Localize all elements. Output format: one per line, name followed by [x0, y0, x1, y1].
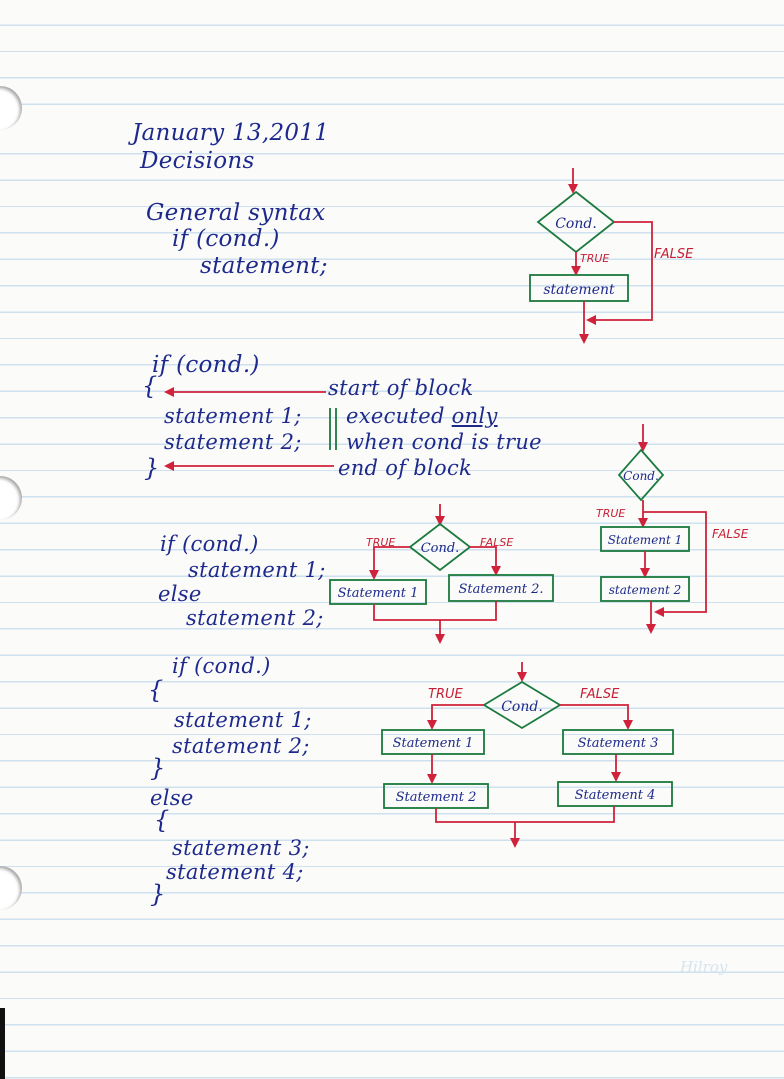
- true-label: TRUE: [428, 687, 463, 702]
- flowchart-block-if: Cond. TRUE Statement 1 statement 2 FALSE: [596, 424, 749, 634]
- cond-label: Cond.: [555, 216, 597, 232]
- block-close-brace: }: [144, 454, 160, 482]
- statement-1-label: Statement 1: [393, 736, 474, 751]
- statement-box: [529, 274, 629, 302]
- statement-2-label: Statement 2: [396, 790, 477, 805]
- cond-label: Cond.: [623, 469, 659, 483]
- ifelse-block-else: else: [150, 786, 194, 810]
- false-label: FALSE: [654, 247, 694, 262]
- end-of-block-note: end of block: [338, 456, 473, 480]
- false-label: FALSE: [712, 527, 749, 541]
- statement-2-label: Statement 2.: [459, 582, 544, 597]
- ifelse-line-if: if (cond.): [160, 532, 259, 556]
- decision-diamond: [408, 522, 472, 572]
- paper-brand-watermark: Hilroy: [680, 958, 728, 976]
- statement-1-label: Statement 1: [338, 586, 419, 601]
- true-label: TRUE: [580, 252, 609, 265]
- statement-1-box: [329, 579, 427, 605]
- binder-hole: [0, 866, 22, 910]
- page-edge-shadow: [0, 1008, 5, 1079]
- statement-label: statement: [543, 282, 615, 298]
- statement-1-box: [381, 729, 485, 755]
- block-open-brace: {: [142, 372, 158, 400]
- statement-3-label: Statement 3: [578, 736, 659, 751]
- page-title: Decisions: [140, 148, 255, 174]
- ifelse-statement-2: statement 2;: [186, 606, 324, 630]
- ifelse-block-open-1: {: [148, 676, 164, 704]
- ifelse-block-statement-4: statement 4;: [166, 860, 304, 884]
- ifelse-block-open-2: {: [154, 806, 170, 834]
- true-label: TRUE: [366, 536, 395, 549]
- ifelse-block-statement-1: statement 1;: [174, 708, 312, 732]
- decision-diamond: [617, 448, 665, 502]
- ifelse-block-statement-3: statement 3;: [172, 836, 310, 860]
- ifelse-block-line-if: if (cond.): [172, 654, 271, 678]
- binder-hole: [0, 86, 22, 130]
- date-heading: January 13,2011: [132, 120, 330, 146]
- statement-4-label: Statement 4: [575, 788, 656, 803]
- ifelse-statement-1: statement 1;: [188, 558, 326, 582]
- flowchart-if: Cond. TRUE statement FALSE: [529, 168, 694, 344]
- ifelse-else: else: [158, 582, 202, 606]
- flowchart-if-else-blocks: Cond. TRUE FALSE Statement 1 Statement 3…: [381, 662, 674, 848]
- cond-label: Cond.: [421, 541, 460, 556]
- ifelse-block-close-2: }: [150, 880, 166, 908]
- block-statement-1: statement 1;: [164, 404, 302, 428]
- statement-2-box: [448, 574, 554, 602]
- ifelse-block-statement-2: statement 2;: [172, 734, 310, 758]
- block-statement-2: statement 2;: [164, 430, 302, 454]
- executed-note: executed only: [346, 404, 498, 428]
- block-annotation-arrows: [164, 387, 337, 471]
- false-label: FALSE: [480, 536, 513, 549]
- statement-2-label: statement 2: [609, 583, 682, 597]
- syntax-heading: General syntax: [146, 200, 326, 226]
- binder-hole: [0, 476, 22, 520]
- false-label: FALSE: [580, 687, 620, 702]
- true-label: TRUE: [596, 507, 625, 520]
- syntax-line-statement: statement;: [200, 253, 328, 279]
- flowchart-if-else: Cond. TRUE FALSE Statement 1 Statement 2…: [329, 504, 554, 644]
- decision-diamond: [482, 680, 562, 730]
- statement-1-label: Statement 1: [608, 533, 683, 547]
- start-of-block-note: start of block: [328, 376, 474, 400]
- cond-true-note: when cond is true: [346, 430, 542, 454]
- syntax-line-if: if (cond.): [172, 226, 280, 252]
- block-line-if: if (cond.): [152, 352, 260, 378]
- statement-4-box: [557, 781, 673, 807]
- cond-label: Cond.: [501, 699, 543, 715]
- statement-2-box: [600, 576, 690, 602]
- ifelse-block-close-1: }: [150, 754, 166, 782]
- statement-3-box: [562, 729, 674, 755]
